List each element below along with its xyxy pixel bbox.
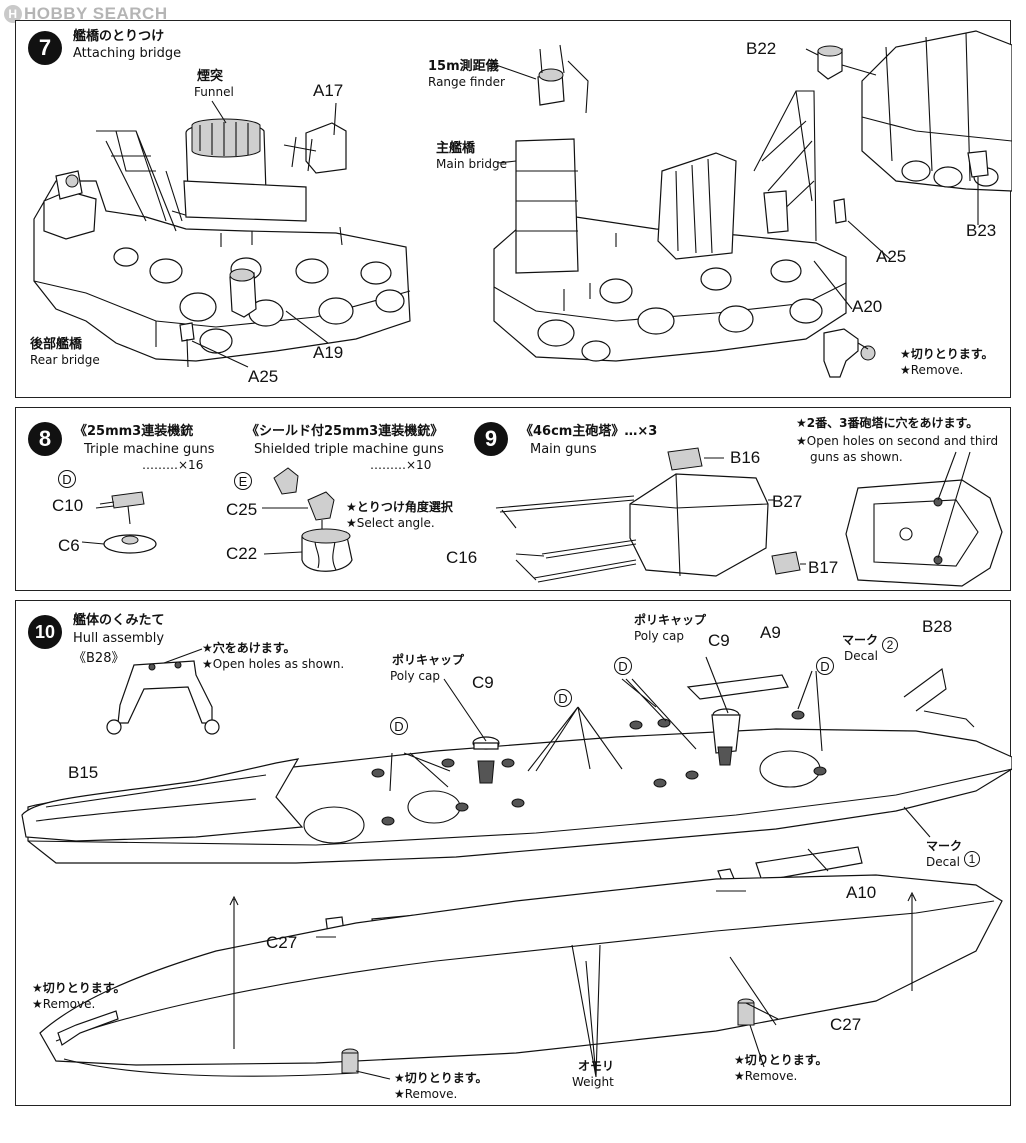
funnel-label-en: Funnel bbox=[194, 85, 234, 99]
step10-hull-illustration bbox=[21, 648, 1012, 1080]
step7-remove-jp: ★切りとります。 bbox=[900, 347, 994, 361]
step7-remove-en: ★Remove. bbox=[900, 363, 964, 377]
letter-d-circle: D bbox=[58, 470, 76, 488]
part-c16-label: C16 bbox=[446, 548, 478, 567]
decal1-number-circle: 1 bbox=[964, 851, 980, 867]
hobbysearch-logo-icon: H bbox=[4, 5, 22, 23]
part-b28-label: B28 bbox=[922, 617, 953, 636]
holes-note-en: ★Open holes as shown. bbox=[202, 657, 345, 671]
part-b17-label: B17 bbox=[808, 558, 839, 577]
part-b22-label: B22 bbox=[746, 39, 777, 58]
part-b15-label: B15 bbox=[68, 763, 99, 782]
weight-label-jp: オモリ bbox=[578, 1059, 615, 1073]
part-a19-label: A19 bbox=[313, 343, 344, 362]
remove-left-en: ★Remove. bbox=[32, 997, 96, 1011]
part-b27-label: B27 bbox=[772, 492, 803, 511]
step10-title-en: Hull assembly bbox=[73, 631, 165, 646]
polycap-right-jp: ポリキャップ bbox=[634, 613, 707, 627]
weight-label-en: Weight bbox=[572, 1075, 614, 1089]
step7-bridge-illustration bbox=[33, 30, 1012, 378]
part-a25-right-label: A25 bbox=[876, 247, 907, 266]
step9-note-jp: ★2番、3番砲塔に穴をあけます。 bbox=[796, 416, 979, 430]
letter-d-circle-2: D bbox=[554, 689, 572, 707]
part-c10-label: C10 bbox=[52, 496, 84, 515]
step10-panel: 10 艦体のくみたて Hull assembly 《B28》 ★穴をあけます。 … bbox=[15, 600, 1012, 1106]
step8-title2-en: Shielded triple machine guns bbox=[254, 442, 444, 457]
step9-title-en: Main guns bbox=[530, 442, 597, 457]
part-c9-left-label: C9 bbox=[472, 673, 494, 692]
remove-right-jp: ★切りとります。 bbox=[734, 1053, 828, 1067]
polycap-left-en: Poly cap bbox=[390, 669, 440, 683]
part-c27-left-label: C27 bbox=[266, 933, 298, 952]
letter-d-circle-4: D bbox=[816, 657, 834, 675]
step9-note-en1: ★Open holes on second and third bbox=[796, 434, 999, 448]
letter-d-circle-3: D bbox=[614, 657, 632, 675]
step7-title-jp: 艦橋のとりつけ bbox=[73, 29, 165, 44]
main-bridge-label-en: Main bridge bbox=[436, 157, 507, 171]
step10-number: 10 bbox=[28, 615, 62, 649]
step8-count2: ………×10 bbox=[370, 458, 432, 472]
rangefinder-label-en: Range finder bbox=[428, 75, 505, 89]
step8-title2-jp: 《シールド付25mm3連装機銃》 bbox=[246, 424, 444, 439]
decal2-en: Decal bbox=[844, 649, 878, 663]
step9-title-jp: 《46cm主砲塔》…×3 bbox=[520, 424, 658, 439]
step8-9-illustration bbox=[81, 447, 1003, 587]
select-angle-en: ★Select angle. bbox=[346, 516, 435, 530]
step7-number: 7 bbox=[28, 31, 62, 65]
part-c25-label: C25 bbox=[226, 500, 258, 519]
decal1-mark-jp: マーク bbox=[926, 839, 963, 853]
part-c9-right-label: C9 bbox=[708, 631, 730, 650]
part-c22-label: C22 bbox=[226, 544, 258, 563]
step8-title1-jp: 《25mm3連装機銃 bbox=[74, 424, 194, 439]
step8-title1-en: Triple machine guns bbox=[84, 442, 215, 457]
step7-panel: 7 艦橋のとりつけ Attaching bridge 煙突 Funnel A17… bbox=[15, 20, 1012, 398]
select-angle-jp: ★とりつけ角度選択 bbox=[346, 500, 453, 514]
part-a17-label: A17 bbox=[313, 81, 344, 100]
step10-title-jp: 艦体のくみたて bbox=[73, 613, 165, 628]
funnel-label-jp: 煙突 bbox=[197, 69, 224, 84]
step8-count1: ………×16 bbox=[142, 458, 204, 472]
rear-bridge-label-en: Rear bridge bbox=[30, 353, 100, 367]
step9-note-en2: guns as shown. bbox=[810, 450, 903, 464]
part-c6-label: C6 bbox=[58, 536, 80, 555]
decal2-mark-jp: マーク bbox=[842, 633, 879, 647]
remove-bottom-en: ★Remove. bbox=[394, 1087, 458, 1101]
remove-bottom-jp: ★切りとります。 bbox=[394, 1071, 488, 1085]
step7-title-en: Attaching bridge bbox=[73, 46, 182, 61]
decal1-en: Decal bbox=[926, 855, 960, 869]
remove-left-jp: ★切りとります。 bbox=[32, 981, 126, 995]
step8-number: 8 bbox=[28, 422, 62, 456]
letter-d-circle-1: D bbox=[390, 717, 408, 735]
decal2-number-circle: 2 bbox=[882, 637, 898, 653]
part-a25-left-label: A25 bbox=[248, 367, 279, 386]
step9-number: 9 bbox=[474, 422, 508, 456]
letter-e-circle: E bbox=[234, 472, 252, 490]
part-a10-label: A10 bbox=[846, 883, 877, 902]
part-b23-label: B23 bbox=[966, 221, 997, 240]
rear-bridge-label-jp: 後部艦橋 bbox=[30, 337, 83, 352]
step8-9-panel: 8 《25mm3連装機銃 Triple machine guns ………×16 … bbox=[15, 407, 1011, 591]
remove-right-en: ★Remove. bbox=[734, 1069, 798, 1083]
watermark: H HOBBY SEARCH bbox=[4, 3, 168, 25]
polycap-left-jp: ポリキャップ bbox=[392, 653, 465, 667]
part-b16-label: B16 bbox=[730, 448, 761, 467]
part-a20-label: A20 bbox=[852, 297, 883, 316]
b28-subpart-label: 《B28》 bbox=[73, 651, 125, 666]
polycap-right-en: Poly cap bbox=[634, 629, 684, 643]
rangefinder-label-jp: 15m測距儀 bbox=[428, 59, 499, 74]
part-a9-label: A9 bbox=[760, 623, 781, 642]
holes-note-jp: ★穴をあけます。 bbox=[202, 641, 296, 655]
main-bridge-label-jp: 主艦橋 bbox=[436, 141, 476, 156]
part-c27-right-label: C27 bbox=[830, 1015, 862, 1034]
